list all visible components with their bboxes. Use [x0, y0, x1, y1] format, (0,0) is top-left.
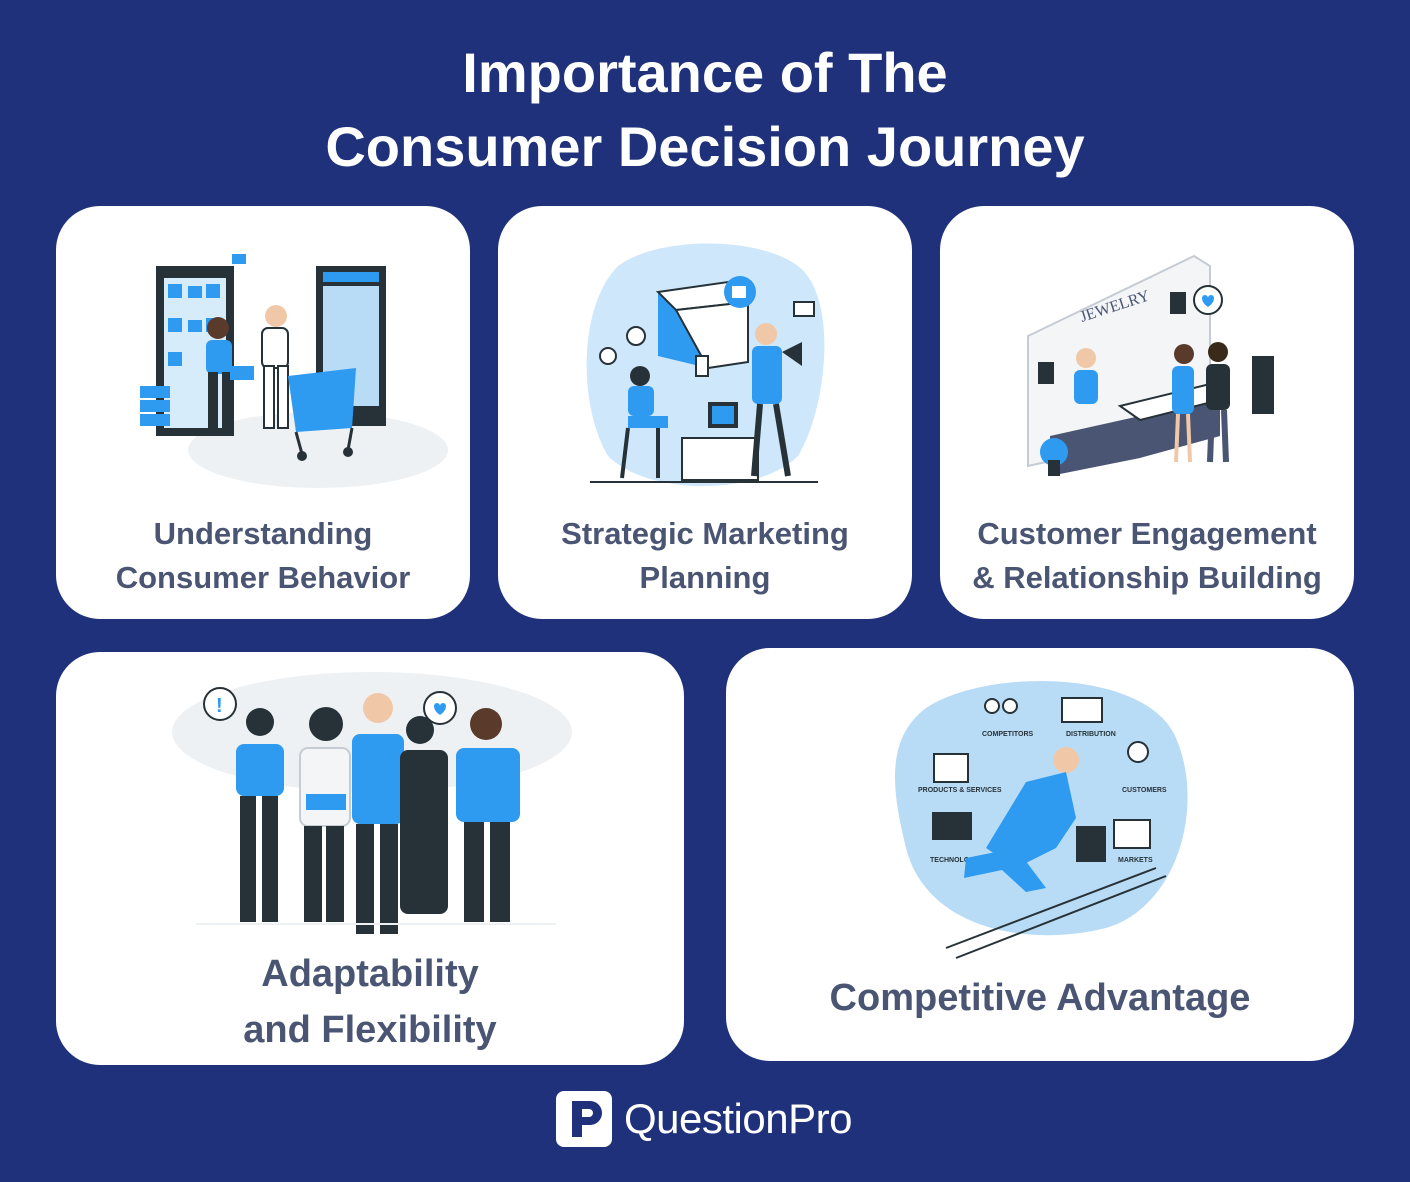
exclamation-icon: ! — [216, 695, 223, 717]
card-caption: Competitive Advantage — [829, 977, 1251, 1019]
card-adaptability-flexibility: ! Adaptability and Flexibility — [56, 652, 684, 1065]
jewelry-store-illustration: JEWELRY — [1027, 254, 1274, 476]
title-line-1: Importance of The — [462, 41, 948, 104]
label-customers: CUSTOMERS — [1122, 787, 1167, 794]
card-customer-engagement: JEWELRY Customer Engagement & Relationsh… — [940, 206, 1354, 619]
page-title: Importance of The Consumer Decision Jour… — [0, 36, 1410, 184]
businessman-starting-race-illustration: COMPETITORS DISTRIBUTION PRODUCTS & SERV… — [894, 680, 1188, 959]
label-markets: MARKETS — [1118, 857, 1153, 864]
card-caption: Adaptability and Flexibility — [243, 953, 497, 1051]
card-competitive-advantage: COMPETITORS DISTRIBUTION PRODUCTS & SERV… — [726, 648, 1354, 1061]
title-line-2: Consumer Decision Journey — [325, 115, 1085, 178]
card-caption: Understanding Consumer Behavior — [115, 516, 411, 595]
label-products: PRODUCTS & SERVICES — [918, 787, 1002, 794]
questionpro-logo: QuestionPro — [556, 1090, 852, 1148]
card-understanding-consumer-behavior: Understanding Consumer Behavior — [56, 206, 470, 619]
label-competitors: COMPETITORS — [982, 731, 1034, 738]
brand-name: QuestionPro — [624, 1095, 852, 1142]
card-caption: Customer Engagement & Relationship Build… — [972, 516, 1322, 595]
label-technologies: TECHNOLOGIES — [930, 857, 986, 864]
card-caption: Strategic Marketing Planning — [561, 516, 849, 595]
supermarket-shoppers-illustration — [140, 254, 448, 488]
group-of-friends-illustration: ! — [172, 672, 572, 934]
card-strategic-marketing-planning: Strategic Marketing Planning — [498, 206, 912, 619]
label-distribution: DISTRIBUTION — [1066, 731, 1116, 738]
questionpro-logo-mark — [556, 1091, 612, 1147]
marketing-team-illustration — [586, 243, 825, 486]
p-logo-icon — [572, 1101, 602, 1137]
